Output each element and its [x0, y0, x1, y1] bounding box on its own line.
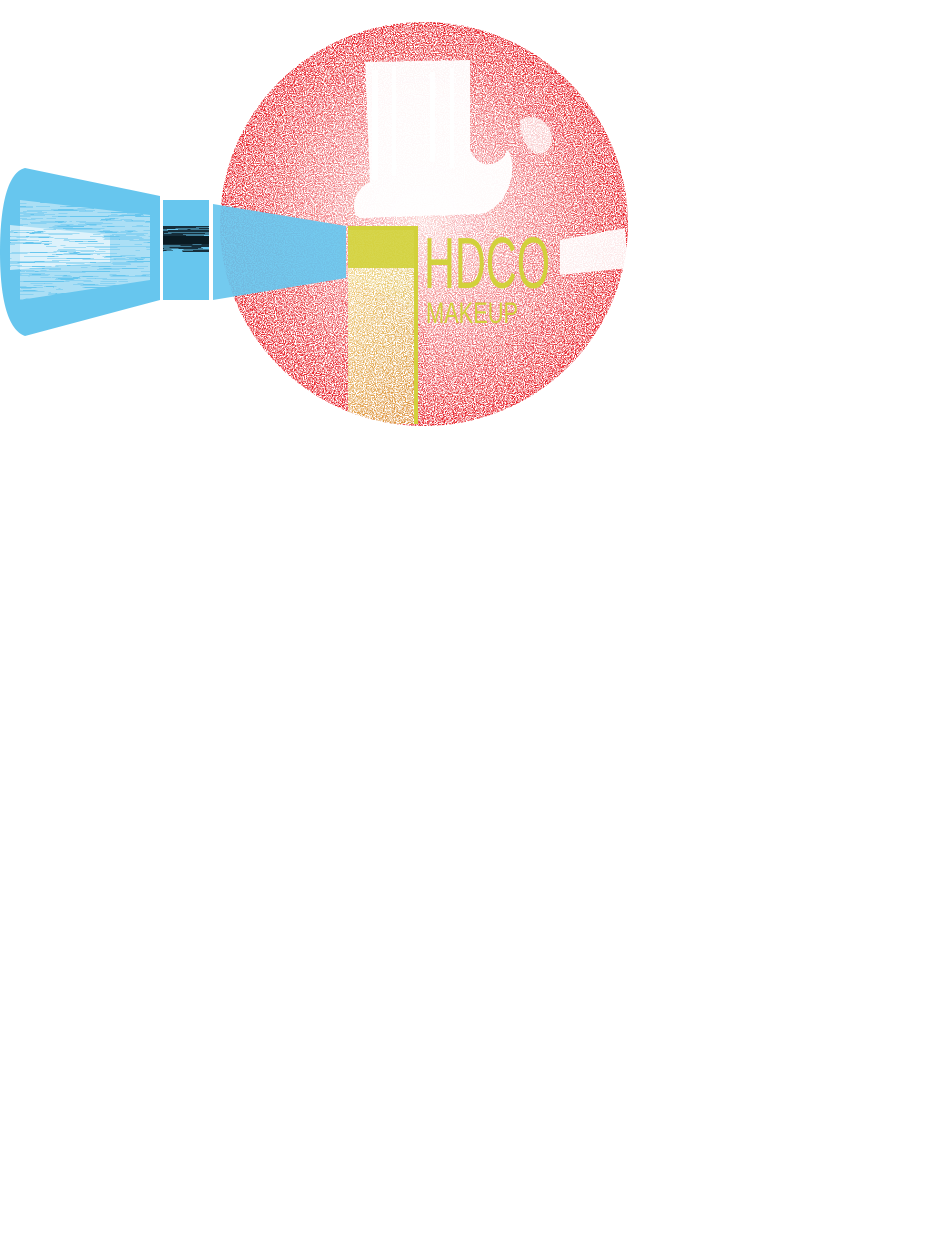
- logo-graphic: HDCO MAKEUP: [0, 22, 628, 426]
- brand-wordmark: HDCO MAKEUP: [424, 224, 550, 330]
- splash-icon: [354, 60, 628, 275]
- brand-text: HDCO: [424, 224, 550, 304]
- makeup-brush-icon: [0, 168, 346, 336]
- accent-block: [348, 226, 418, 424]
- hdco-makeup-logo: HDCO MAKEUP: [0, 0, 660, 440]
- sub-text: MAKEUP: [426, 297, 518, 330]
